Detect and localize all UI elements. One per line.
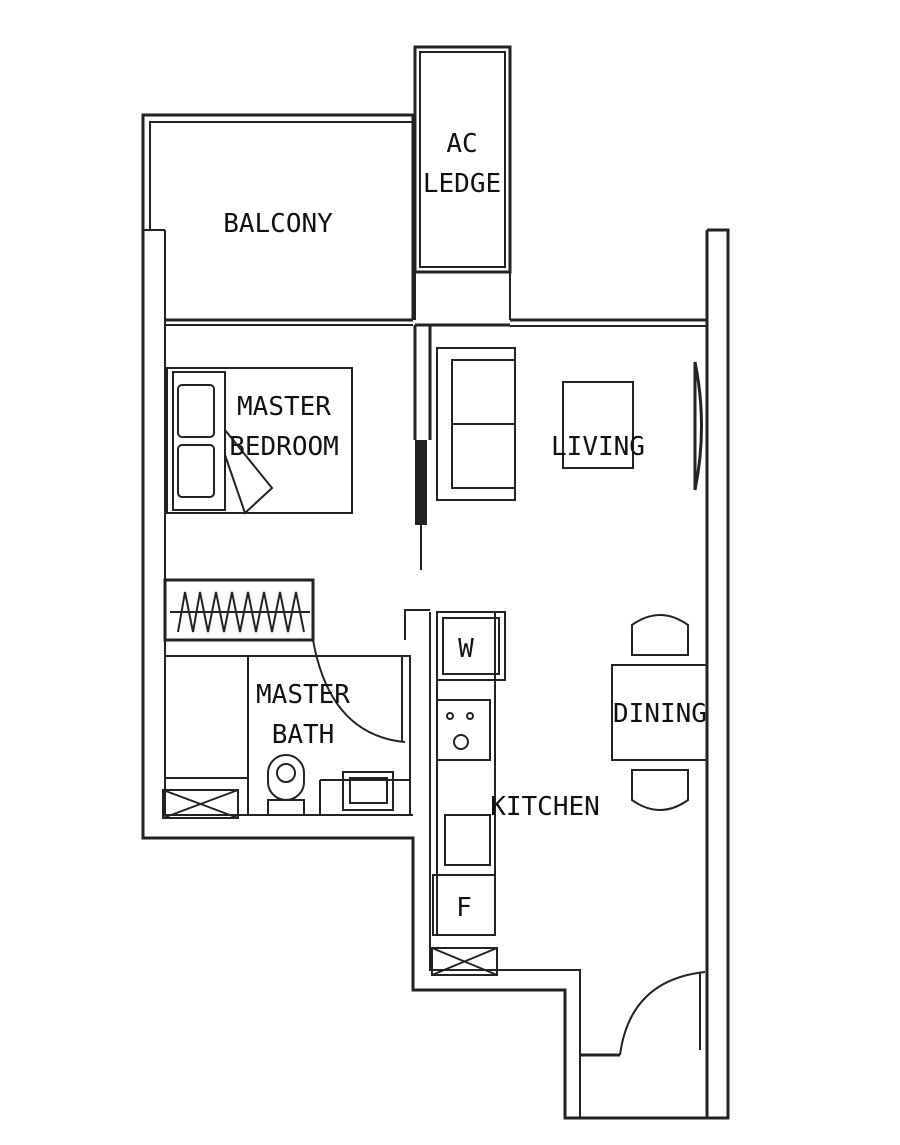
label-balcony: BALCONY xyxy=(223,209,333,239)
partition-wall xyxy=(413,323,510,570)
entry-door xyxy=(580,971,706,1057)
sofa xyxy=(436,347,516,501)
label-master-bedroom-2: BEDROOM xyxy=(229,432,339,462)
label-dining: DINING xyxy=(613,699,707,729)
dining-set xyxy=(611,614,708,811)
hob xyxy=(436,699,491,761)
bed xyxy=(166,367,353,515)
label-master-bath-1: MASTER xyxy=(256,680,350,710)
label-ac-ledge-2: LEDGE xyxy=(423,169,501,199)
label-washer: W xyxy=(458,634,474,664)
balcony xyxy=(141,113,415,326)
label-master-bedroom-1: MASTER xyxy=(237,392,331,422)
ac-ledge xyxy=(413,45,512,320)
kitchen-counter xyxy=(431,611,506,976)
kitchen-sink xyxy=(444,814,491,866)
fridge xyxy=(432,874,496,936)
bath-door-swing xyxy=(312,639,406,743)
coffee-table xyxy=(562,381,634,469)
label-ac-ledge-1: AC xyxy=(446,129,477,159)
label-living: LIVING xyxy=(551,432,645,462)
outer-walls xyxy=(141,228,730,1120)
label-kitchen: KITCHEN xyxy=(490,792,600,822)
wardrobe xyxy=(163,578,315,642)
washer xyxy=(436,611,506,681)
tv xyxy=(693,361,703,491)
master-bath xyxy=(162,609,430,819)
label-master-bath-2: BATH xyxy=(272,720,335,750)
label-fridge: F xyxy=(456,893,472,923)
